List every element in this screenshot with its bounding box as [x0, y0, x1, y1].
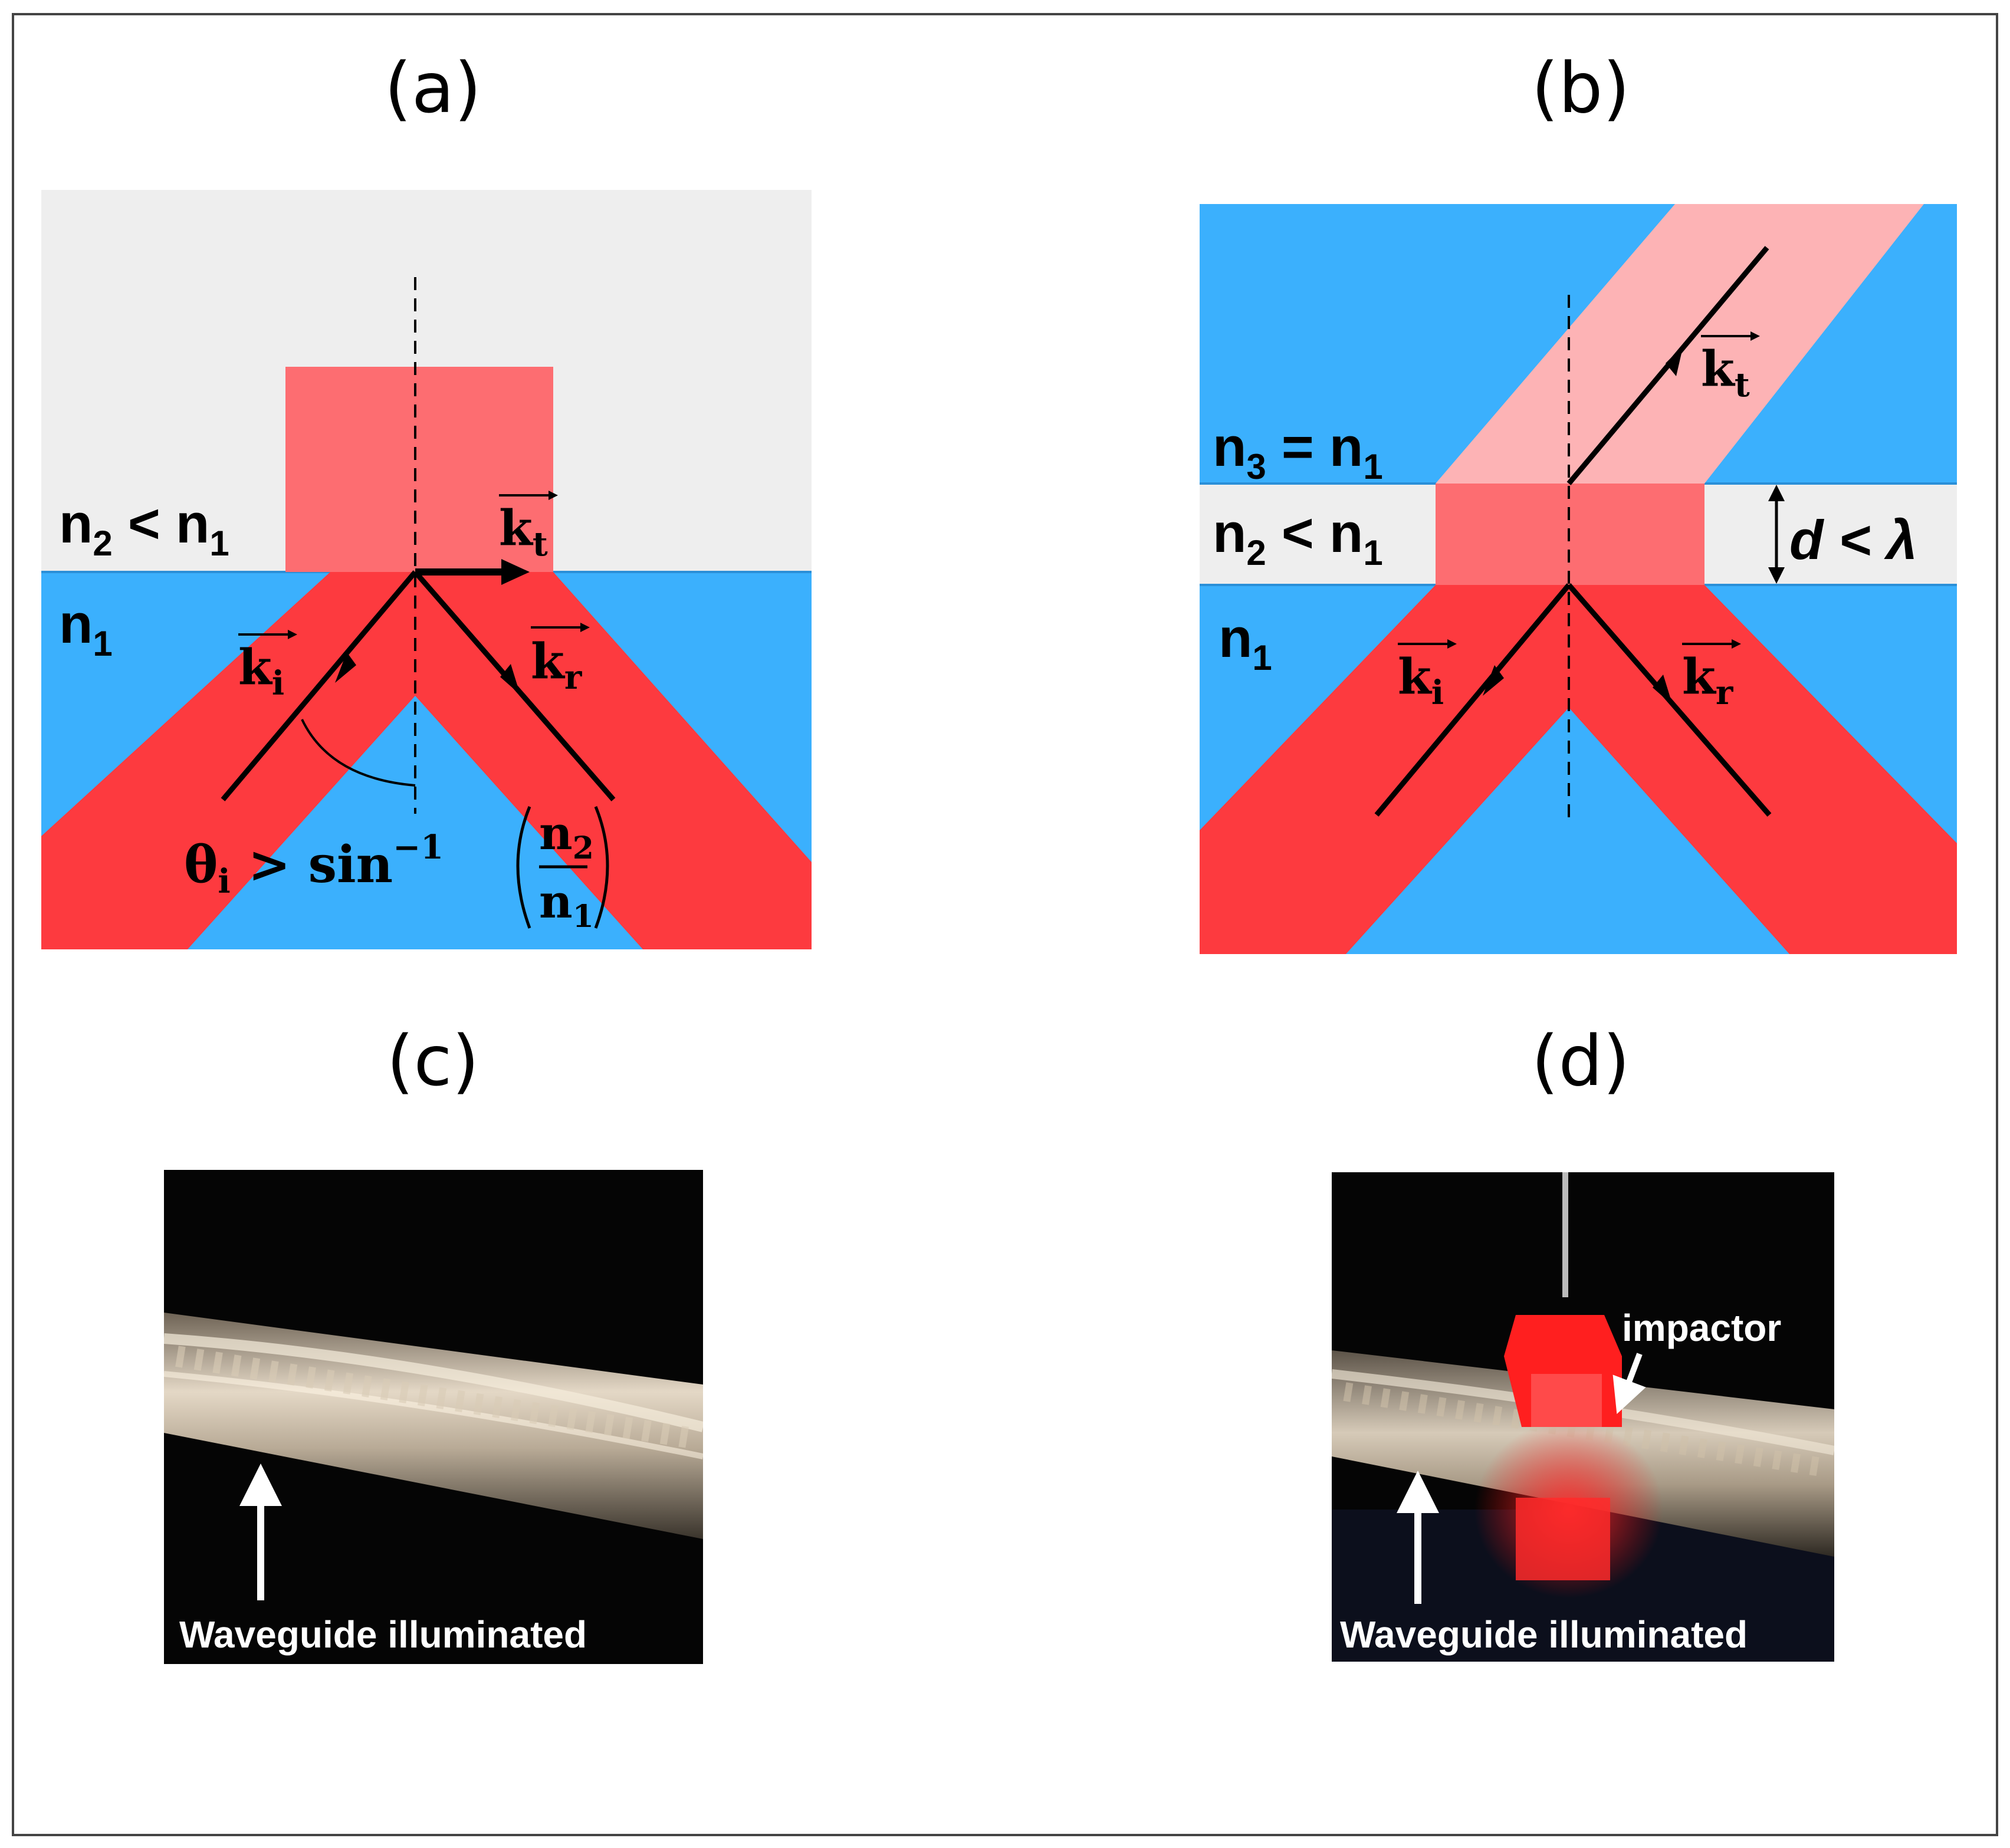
- svg-text:ki: ki: [1398, 649, 1444, 712]
- panel-b-gap-dimension-label: d < λ: [1789, 509, 1917, 571]
- panel-b-n3-label: n3 = n1: [1213, 416, 1383, 486]
- panel-d-caption: Waveguide illuminated: [1340, 1613, 1748, 1656]
- panel-b-reflected-ray-arrow: [1653, 675, 1673, 705]
- panel-d: (d) impactor Waveguide illuminated: [1332, 1020, 1834, 1662]
- panel-b-transmitted-beam: [1436, 204, 1924, 484]
- panel-b: (b) n3 = n1 n2 < n1 n1: [1200, 47, 1957, 954]
- panel-b-kt-label: kt: [1701, 331, 1760, 405]
- panel-a-incident-beam: [41, 572, 415, 949]
- panel-a-tir-condition: θi > sin−1 n2 n1: [184, 806, 609, 935]
- panel-a-reflected-beam: [415, 572, 812, 949]
- svg-text:n1: n1: [539, 875, 594, 935]
- panel-b-incident-beam: [1200, 585, 1569, 954]
- panel-a-n1-label: n1: [59, 593, 113, 663]
- panel-a-incident-ray-arrow: [335, 652, 356, 683]
- svg-text:n2: n2: [539, 807, 594, 866]
- svg-text:kr: kr: [531, 633, 583, 697]
- panel-a-ki-label: ki: [238, 630, 297, 703]
- svg-text:θi > sin−1: θi > sin−1: [184, 828, 444, 901]
- panel-a-n2-label: n2 < n1: [59, 492, 229, 563]
- panel-a-label: (a): [385, 47, 481, 129]
- panel-d-photo: impactor Waveguide illuminated: [1332, 1172, 1834, 1662]
- panel-a-kr-label: kr: [531, 623, 590, 697]
- panel-b-transmitted-ray-arrow: [1666, 346, 1683, 376]
- figure-frame: [12, 13, 1998, 1836]
- svg-text:ki: ki: [238, 639, 284, 703]
- panel-a-reflected-ray-arrow: [500, 664, 520, 695]
- panel-c-caption: Waveguide illuminated: [179, 1613, 587, 1656]
- panel-b-label: (b): [1532, 47, 1630, 129]
- panel-d-label: (d): [1532, 1020, 1630, 1101]
- svg-text:kr: kr: [1682, 649, 1734, 712]
- panel-c-label: (c): [387, 1020, 479, 1101]
- panel-a-transmitted-ray-arrow: [501, 559, 530, 585]
- panel-b-n1-label: n1: [1219, 607, 1272, 678]
- panel-b-incident-ray: [1374, 583, 1571, 817]
- panel-d-impactor-arrow: [1612, 1353, 1646, 1415]
- panel-b-gap-dimension: d < λ: [1768, 485, 1917, 584]
- panel-b-incident-ray-arrow: [1483, 665, 1504, 696]
- panel-a: (a) n2 < n1 n1 ki: [41, 47, 812, 949]
- panel-b-kr-label: kr: [1682, 639, 1741, 712]
- panel-a-incident-ray: [221, 570, 418, 801]
- panel-a-angle-arc: [301, 719, 416, 787]
- panel-c-photo: Waveguide illuminated: [164, 1170, 703, 1664]
- panel-c-waveguide-rod: [164, 1313, 703, 1539]
- panel-d-impactor-label: impactor: [1622, 1307, 1781, 1349]
- panel-a-kt-label: kt: [499, 491, 558, 564]
- panel-d-impactor-reflection: [1516, 1498, 1610, 1580]
- panel-b-ki-label: ki: [1398, 639, 1457, 712]
- svg-text:kt: kt: [499, 500, 548, 564]
- panel-b-reflected-beam: [1569, 585, 1957, 954]
- panel-b-n2-label: n2 < n1: [1213, 502, 1383, 573]
- svg-text:kt: kt: [1701, 341, 1750, 405]
- panel-a-evanescent-field: [285, 367, 553, 572]
- panel-c: (c) Waveguide illuminated: [164, 1020, 703, 1664]
